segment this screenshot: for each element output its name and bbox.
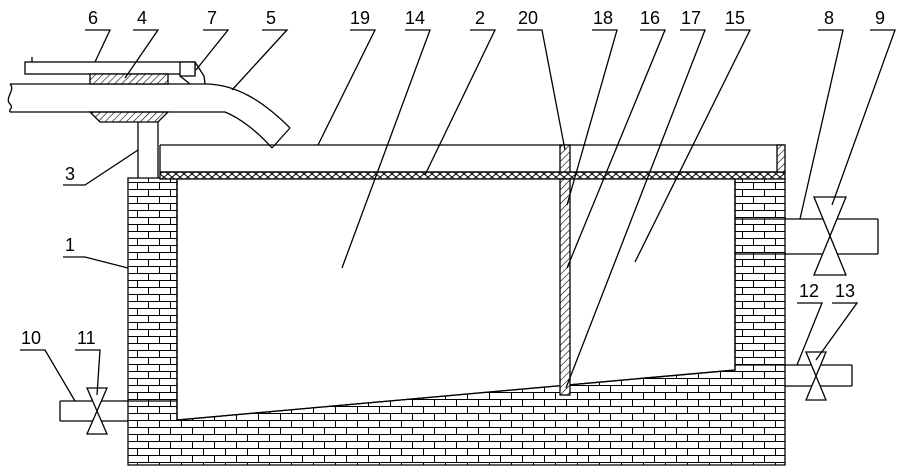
- leader-line-19: [317, 29, 377, 146]
- label-2: 2: [475, 8, 485, 28]
- label-14: 14: [405, 8, 425, 28]
- leader-line-7: [195, 29, 230, 71]
- inlet-pipe-break: [7, 83, 13, 113]
- partition-plate: [559, 178, 571, 396]
- leader-line-10: [20, 349, 76, 402]
- label-3: 3: [65, 164, 75, 184]
- partition-top-block: [559, 144, 571, 173]
- leader-line-5: [231, 29, 289, 91]
- label-5: 5: [266, 8, 276, 28]
- outlet-hose-lower: [224, 111, 273, 149]
- upper-valve-icon: [813, 196, 847, 276]
- clamp-block: [89, 73, 169, 85]
- leader-line-3: [63, 149, 139, 186]
- label-12: 12: [799, 281, 819, 301]
- label-10: 10: [21, 328, 41, 348]
- leader-lines: [20, 29, 896, 402]
- cover-plate: [159, 171, 786, 180]
- leader-line-14: [341, 29, 431, 269]
- leader-line-9: [831, 29, 896, 206]
- tank-masonry-body: [127, 177, 786, 466]
- leader-line-12: [796, 302, 823, 366]
- label-13: 13: [835, 281, 855, 301]
- clip-body: [179, 61, 196, 77]
- label-9: 9: [875, 8, 885, 28]
- label-11: 11: [77, 328, 96, 348]
- label-17: 17: [681, 8, 701, 28]
- support-bracket: [88, 111, 170, 123]
- label-18: 18: [593, 8, 613, 28]
- lower-right-valve-icon: [805, 351, 827, 401]
- part-labels: 6 4 7 5 19 14 2 20 18 16 17 15 8 9 3 1 1…: [21, 8, 885, 348]
- leader-line-4: [124, 29, 160, 79]
- leader-line-16: [566, 29, 666, 269]
- label-16: 16: [640, 8, 660, 28]
- label-6: 6: [88, 8, 98, 28]
- outlet-hose-mouth: [271, 127, 291, 149]
- leader-line-18: [566, 29, 618, 206]
- label-8: 8: [824, 8, 834, 28]
- leader-line-8: [799, 29, 844, 220]
- mounting-plate: [24, 61, 196, 75]
- leader-line-6: [85, 29, 112, 63]
- tank-interior-outline: [176, 180, 736, 421]
- leader-line-17: [565, 29, 706, 389]
- label-4: 4: [137, 8, 147, 28]
- label-19: 19: [350, 8, 370, 28]
- label-7: 7: [207, 8, 217, 28]
- label-1: 1: [65, 235, 75, 255]
- leader-line-2: [424, 29, 497, 176]
- right-end-plate: [776, 144, 786, 173]
- outlet-hose-upper: [204, 83, 291, 129]
- leader-line-13: [815, 302, 859, 361]
- label-20: 20: [518, 8, 538, 28]
- leader-line-20: [517, 29, 566, 151]
- leader-line-1: [63, 256, 129, 269]
- label-15: 15: [725, 8, 745, 28]
- leader-line-15: [634, 29, 752, 263]
- leader-line-11: [75, 349, 101, 396]
